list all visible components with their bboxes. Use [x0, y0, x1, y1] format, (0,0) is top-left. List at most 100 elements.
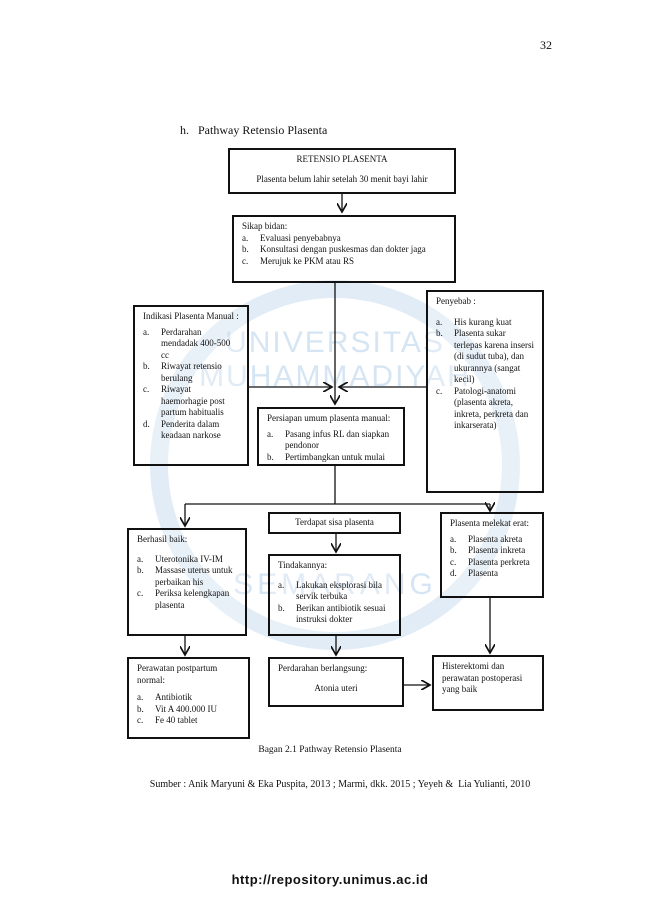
- list-item: a.Plasenta akreta: [450, 534, 534, 546]
- list-item: b. Berikan antibiotik sesuai instruksi do…: [278, 603, 391, 626]
- list-text: Penderita dalam keadaan narkose: [161, 418, 221, 441]
- list-marker: d.: [450, 568, 457, 578]
- box-indikasi-plasenta-manual: Indikasi Plasenta Manual : a. Perdarahan …: [133, 305, 249, 466]
- list-text: Pertimbangkan untuk mulai: [285, 451, 385, 462]
- list-item: d. Plasenta: [450, 568, 534, 580]
- list-item: b. Plasenta inkreta: [450, 545, 534, 557]
- list-marker: c.: [143, 384, 150, 394]
- list-marker: b.: [242, 244, 249, 254]
- list-marker: a.: [242, 232, 249, 243]
- list-text: Periksa kelengkapan plasenta: [155, 588, 230, 610]
- box-text: Terdapat sisa plasenta: [295, 517, 374, 527]
- list-text: Vit A 400.000 IU: [155, 703, 217, 714]
- box-title: Perdarahan berlangsung:: [278, 663, 368, 673]
- box-title: Indikasi Plasenta Manual :: [143, 311, 239, 321]
- list-text: Evaluasi penyebabnya: [260, 232, 341, 243]
- list-item: a.Pasang infus RL dan siapkan pendonor: [267, 429, 395, 452]
- box-list: a.His kurang kuat b. Plasenta sukar terle…: [436, 317, 534, 432]
- list-item: a. Evaluasi penyebabnya: [242, 233, 446, 245]
- list-text: Fe 40 tablet: [155, 715, 198, 725]
- box-persiapan-umum: Persiapan umum plasenta manual: a.Pasang…: [257, 407, 405, 466]
- list-text: Berikan antibiotik sesuai instruksi dokt…: [296, 602, 386, 625]
- list-marker: a.: [137, 553, 144, 564]
- list-item: b. Massase uterus untuk perbaikan his: [137, 565, 237, 588]
- list-item: b. Vit A 400.000 IU: [137, 704, 240, 716]
- box-title: Persiapan umum plasenta manual:: [267, 413, 391, 423]
- box-text: Atonia uteri: [314, 682, 358, 693]
- list-text: Plasenta inkreta: [468, 545, 526, 555]
- list-marker: c.: [137, 588, 144, 598]
- list-item: b. Konsultasi dengan puskesmas dan dokter…: [242, 244, 446, 256]
- box-title: RETENSIO PLASENTA: [296, 154, 388, 164]
- list-text: Antibiotik: [155, 692, 193, 702]
- source-citation: Sumber : Anik Maryuni & Eka Puspita, 201…: [149, 779, 531, 790]
- box-list: a. Perdarahan mendadak 400-500 cc b. Riway…: [143, 327, 239, 442]
- list-marker: b.: [267, 451, 274, 462]
- box-retensio-plasenta: RETENSIO PLASENTA Plasenta belum lahir s…: [228, 148, 456, 194]
- box-sikap-bidan: Sikap bidan: a.Evaluasi penyebabnya b.Ko…: [232, 215, 456, 283]
- box-text: Histerektomi dan perawatan postoperasi y…: [442, 661, 523, 694]
- repository-url-footer[interactable]: http://repository.unimus.ac.id: [231, 872, 429, 887]
- list-text: Plasenta: [468, 568, 498, 578]
- list-marker: a.: [450, 533, 457, 544]
- box-title: Tindakannya:: [278, 560, 328, 570]
- list-item: d. Penderita dalam keadaan narkose: [143, 419, 239, 442]
- box-title: Berhasil baik:: [137, 534, 188, 544]
- box-terdapat-sisa-plasenta: Terdapat sisa plasenta: [268, 512, 401, 534]
- box-berhasil-baik: Berhasil baik: a. Uterotonika IV-IM b. Mas…: [127, 528, 247, 636]
- list-marker: c.: [450, 556, 457, 567]
- list-text: Konsultasi dengan puskesmas dan dokter j…: [260, 244, 426, 254]
- box-title: Plasenta melekat erat:: [450, 518, 529, 528]
- list-item: c. Riwayat haemorhagie post partum habitu…: [143, 384, 239, 419]
- list-item: c. Patologi-anatomi (plasenta akreta, ink…: [436, 386, 534, 432]
- list-marker: a.: [436, 316, 443, 327]
- list-item: a. Perdarahan mendadak 400-500 cc: [143, 327, 239, 362]
- box-title: Penyebab :: [436, 296, 476, 306]
- list-item: c. Plasenta perkreta: [450, 557, 534, 569]
- list-marker: b.: [137, 703, 144, 714]
- box-list: a. Evaluasi penyebabnya b. Konsultasi deng…: [242, 233, 446, 268]
- list-text: Patologi-anatomi (plasenta akreta, inkre…: [454, 385, 529, 431]
- list-text: Perdarahan mendadak 400-500 cc: [161, 326, 231, 360]
- box-list: a.Antibiotik b.Vit A 400.000 IU c.Fe 40 …: [137, 692, 240, 727]
- list-marker: a.: [143, 326, 150, 337]
- list-item: a. Lakukan eksplorasi bila servik terbuka: [278, 580, 391, 603]
- list-marker: b.: [450, 545, 457, 555]
- list-text: Massase uterus untuk perbaikan his: [155, 565, 233, 587]
- box-title: Perawatan postpartum normal:: [137, 663, 218, 685]
- list-item: b. Riwayat retensio berulang: [143, 361, 239, 384]
- list-item: a.His kurang kuat: [436, 317, 534, 329]
- list-text: Lakukan eksplorasi bila servik terbuka: [296, 579, 382, 602]
- list-item: c. Periksa kelengkapan plasenta: [137, 588, 237, 611]
- section-heading: h. Pathway Retensio Plasenta: [180, 123, 328, 137]
- list-text: Plasenta sukar terlepas karena insersi (…: [454, 328, 534, 384]
- list-marker: b.: [436, 328, 443, 338]
- box-penyebab: Penyebab : a.His kurang kuat b. Plasenta …: [426, 290, 544, 493]
- box-list: a. Lakukan eksplorasi bila servik terbuka…: [278, 580, 391, 626]
- list-text: Riwayat haemorhagie post partum habitual…: [161, 384, 225, 417]
- list-text: Merujuk ke PKM atau RS: [260, 255, 354, 266]
- list-item: c.Fe 40 tablet: [137, 715, 240, 727]
- box-text: Plasenta belum lahir setelah 30 menit ba…: [256, 173, 428, 184]
- list-marker: b.: [278, 602, 285, 613]
- box-plasenta-melekat-erat: Plasenta melekat erat: a.Plasenta akreta…: [440, 512, 544, 598]
- box-histerektomi: Histerektomi dan perawatan postoperasi y…: [432, 655, 544, 711]
- list-item: a. Uterotonika IV-IM: [137, 554, 237, 566]
- list-text: Riwayat retensio berulang: [161, 361, 222, 383]
- list-marker: a.: [278, 579, 285, 590]
- list-marker: c.: [436, 385, 443, 396]
- list-text: Plasenta perkreta: [468, 556, 530, 567]
- list-marker: b.: [137, 565, 144, 575]
- page-number: 32: [540, 38, 552, 52]
- list-marker: d.: [143, 418, 150, 429]
- list-item: c. Merujuk ke PKM atau RS: [242, 256, 446, 268]
- box-perawatan-postpartum: Perawatan postpartum normal: a.Antibioti…: [127, 657, 250, 739]
- list-item: b. Plasenta sukar terlepas karena insersi…: [436, 328, 534, 386]
- list-marker: b.: [143, 361, 150, 371]
- list-marker: c.: [242, 255, 249, 266]
- box-perdarahan-berlangsung: Perdarahan berlangsung: Atonia uteri: [268, 657, 404, 707]
- list-text: Uterotonika IV-IM: [155, 553, 223, 564]
- box-tindakannya: Tindakannya: a. Lakukan eksplorasi bila s…: [268, 554, 401, 636]
- figure-caption: Bagan 2.1 Pathway Retensio Plasenta: [258, 745, 402, 755]
